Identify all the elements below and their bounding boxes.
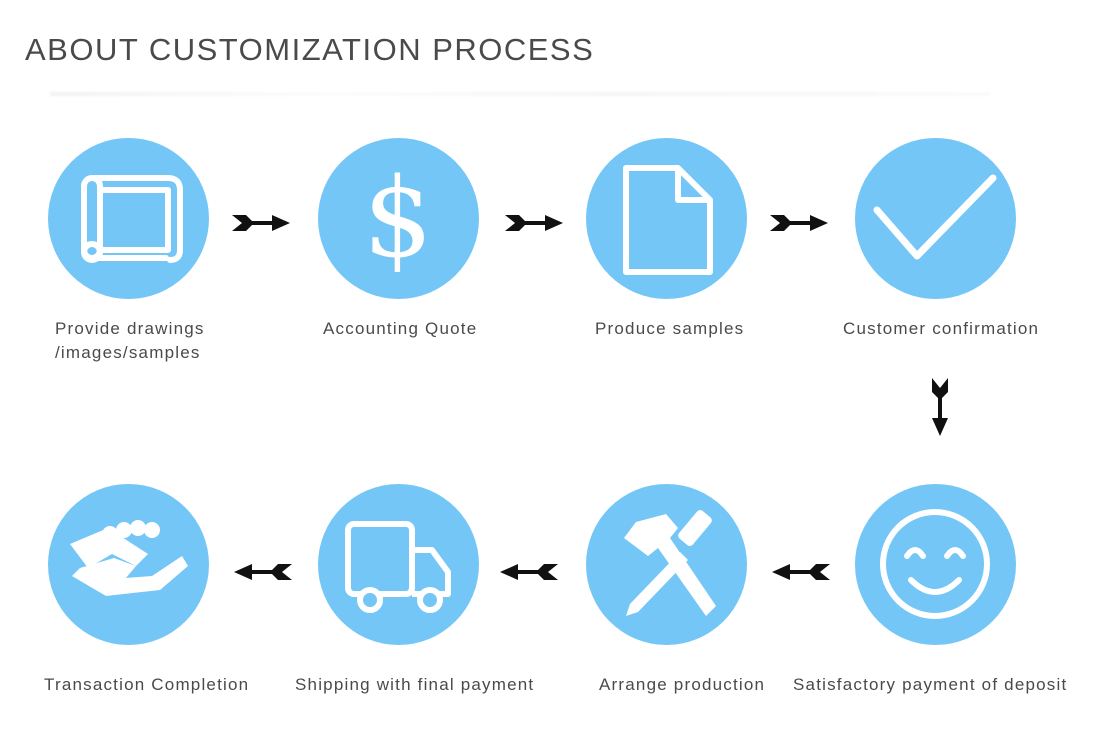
hammer-screwdriver-icon: [624, 510, 716, 616]
arrow-right-3: [770, 213, 828, 238]
handshake-icon: [70, 520, 188, 596]
arrow-down: [930, 378, 950, 441]
step-8-label: Transaction Completion: [44, 675, 250, 694]
step-4-circle: [855, 138, 1016, 299]
title-divider: [50, 92, 990, 96]
step-2-circle: $: [318, 138, 479, 299]
step-1-label-line-1: Provide drawings: [55, 319, 205, 338]
arrow-left-1: [772, 562, 830, 587]
page-title: ABOUT CUSTOMIZATION PROCESS: [25, 32, 595, 67]
step-5-label: Satisfactory payment of deposit: [793, 675, 1068, 694]
truck-icon: [345, 521, 451, 613]
document-icon: [623, 165, 713, 275]
step-1-label: Provide drawings /images/samples: [55, 317, 205, 365]
arrow-right-1: [232, 213, 290, 238]
step-2-label: Accounting Quote: [323, 319, 478, 338]
blueprint-icon: [81, 175, 183, 263]
step-1-circle: [48, 138, 209, 299]
svg-text:$: $: [363, 154, 433, 282]
smiley-icon: [880, 509, 990, 619]
dollar-icon: $: [363, 154, 433, 282]
arrow-left-3: [234, 562, 292, 587]
arrow-right-2: [505, 213, 563, 238]
step-6-label: Arrange production: [599, 675, 766, 694]
checkmark-icon: [873, 174, 997, 260]
step-4-label: Customer confirmation: [843, 319, 1040, 338]
step-8-circle: [48, 484, 209, 645]
step-7-label: Shipping with final payment: [295, 675, 535, 694]
step-3-label: Produce samples: [595, 319, 745, 338]
step-1-label-line-2: /images/samples: [55, 343, 201, 362]
step-3-circle: [586, 138, 747, 299]
arrow-left-2: [500, 562, 558, 587]
step-6-circle: [586, 484, 747, 645]
step-7-circle: [318, 484, 479, 645]
step-5-circle: [855, 484, 1016, 645]
